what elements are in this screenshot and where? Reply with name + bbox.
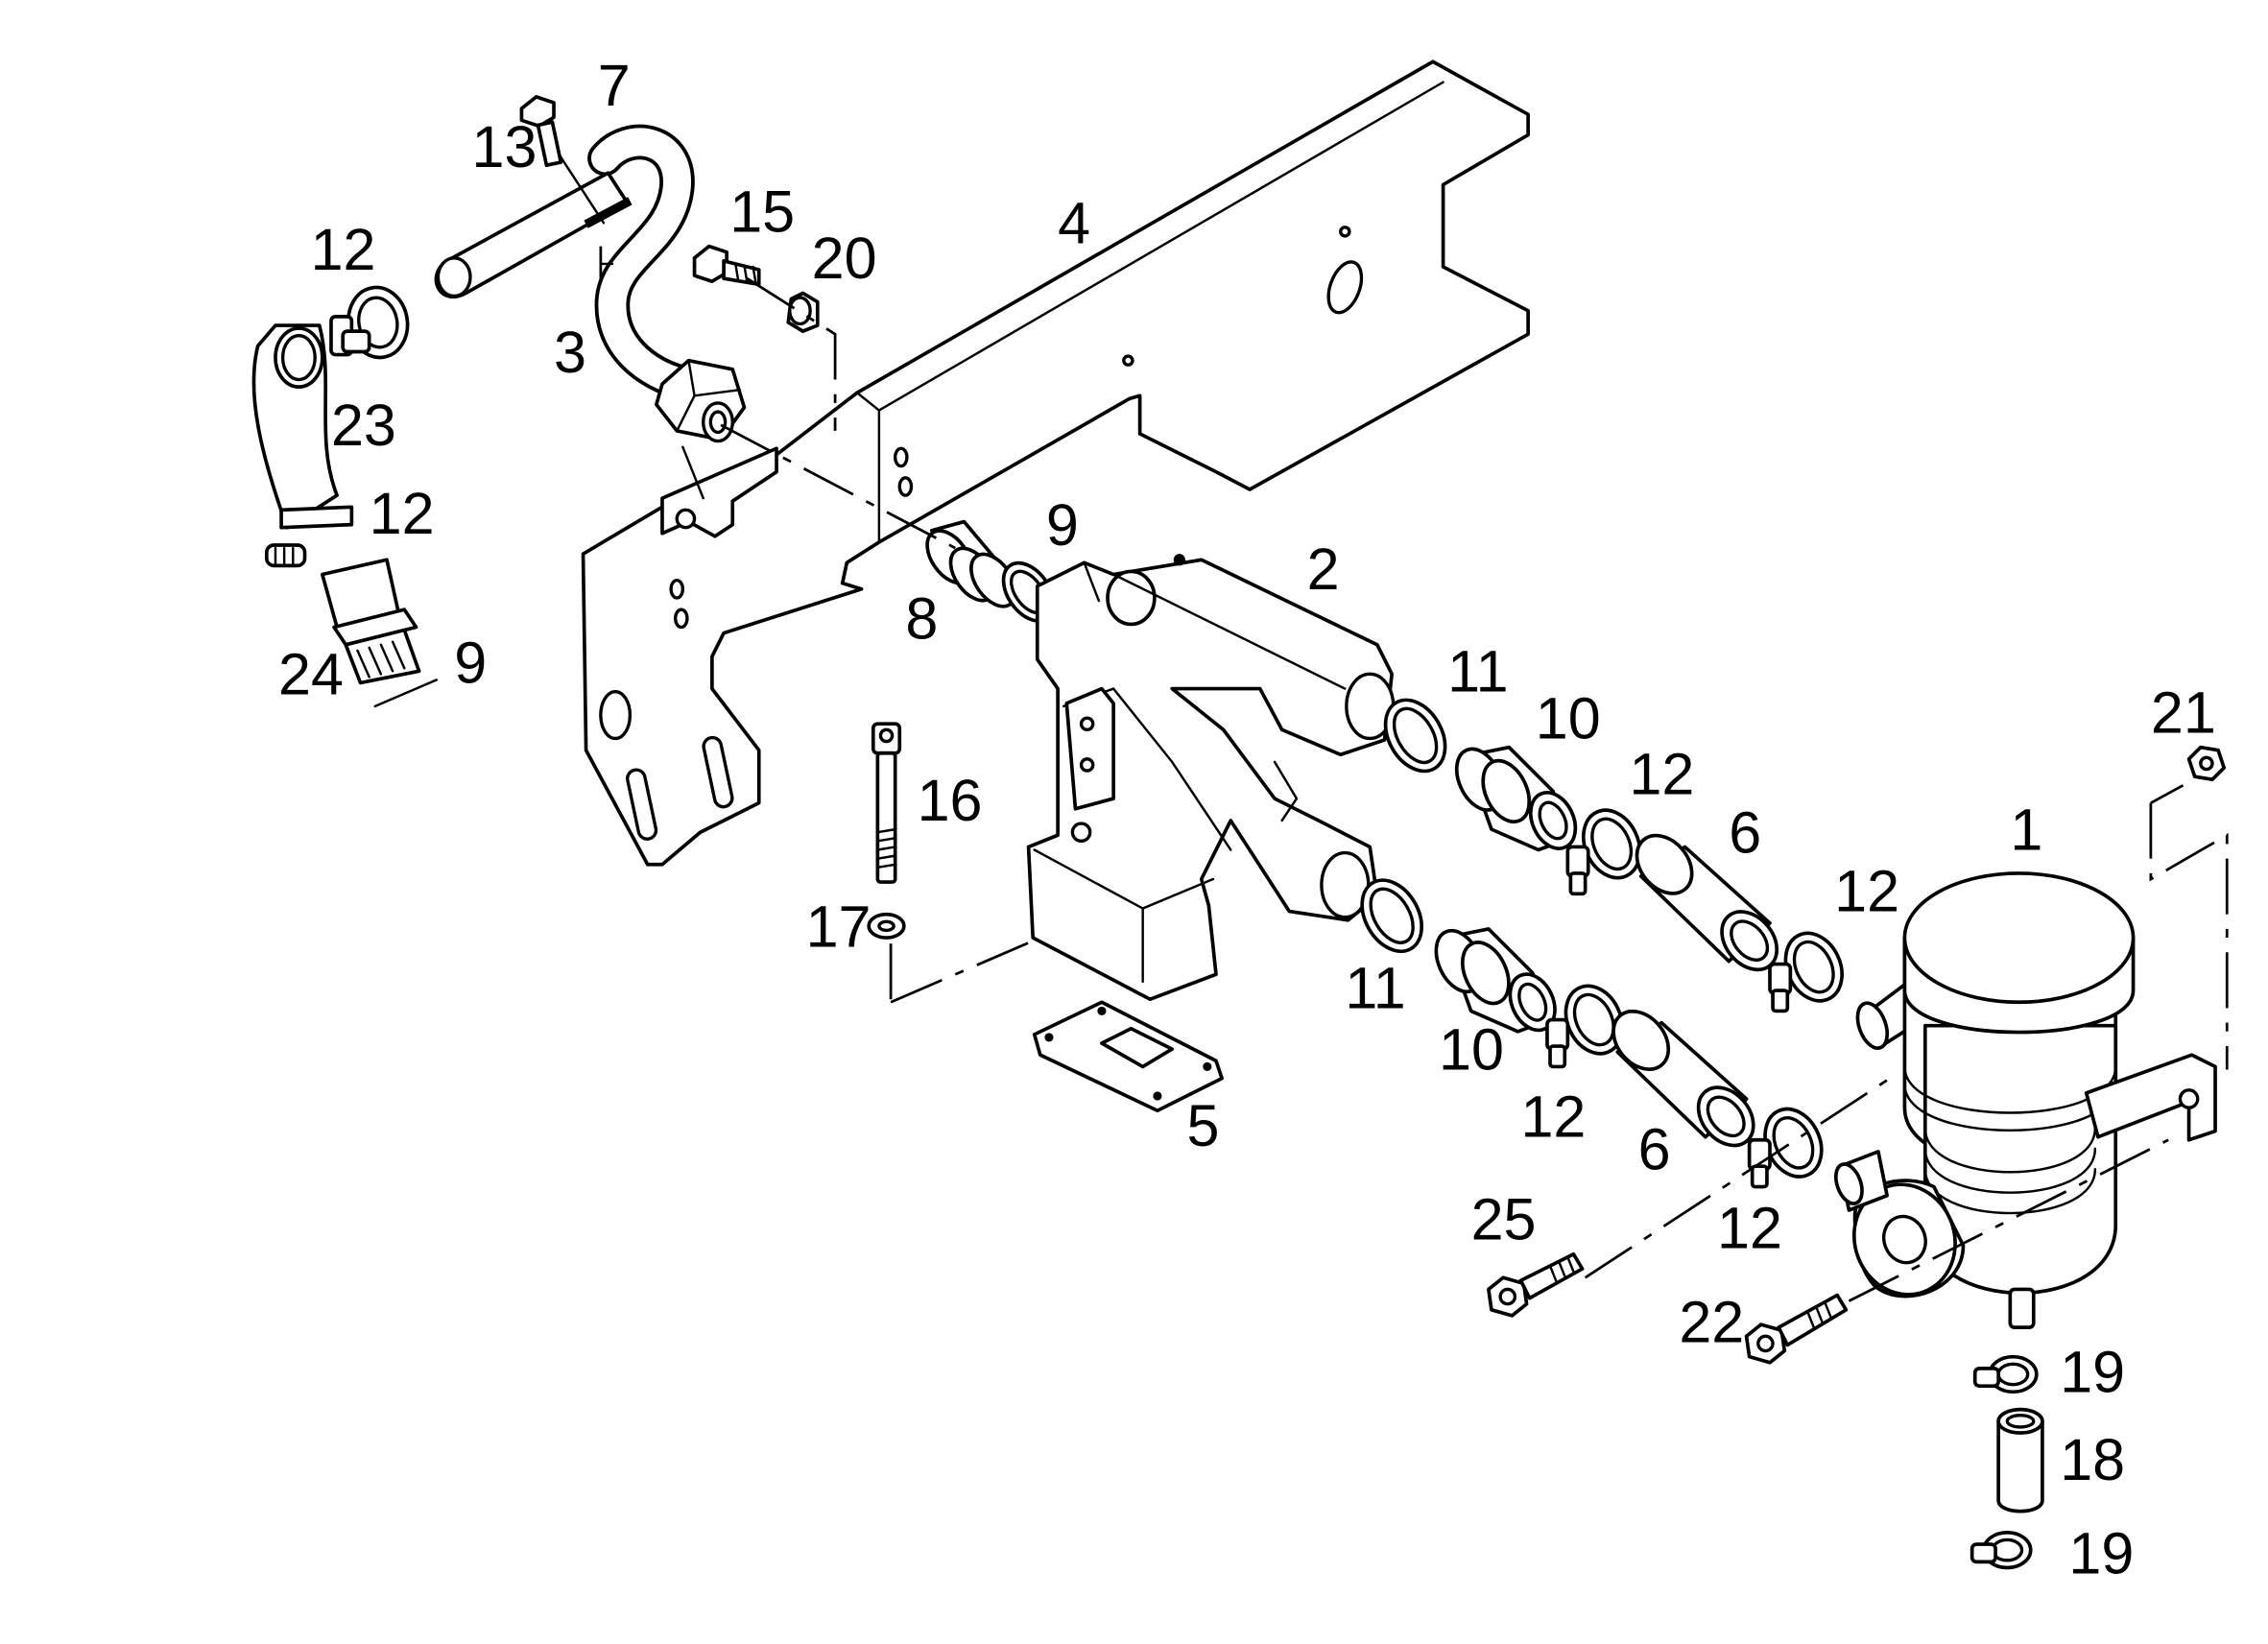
part-11-o-ring-lower (1360, 878, 1423, 954)
callout-5: 5 (1186, 1093, 1219, 1158)
part-13-bolt (519, 95, 563, 168)
callout-10-upper: 10 (1536, 685, 1601, 751)
part-12-clamp-upper-mid (1565, 808, 1642, 896)
part-10-fitting-lower (1434, 927, 1557, 1034)
callout-22: 22 (1679, 1289, 1744, 1354)
part-16-cap-screw (871, 722, 902, 884)
part-12-clamp-lower-right (1747, 1107, 1824, 1189)
part-12-clamp-lower-mid (1545, 984, 1624, 1069)
part-17-washer (867, 912, 906, 940)
callout-21: 21 (2151, 679, 2216, 745)
callout-12-lower-mid: 12 (1520, 1084, 1586, 1150)
callout-23: 23 (331, 393, 396, 458)
callout-2: 2 (1307, 536, 1340, 602)
part-25-bolt (1487, 1251, 1585, 1318)
callout-11-lower: 11 (1345, 955, 1405, 1020)
callout-9-left: 9 (454, 630, 487, 695)
part-24-fitting (320, 558, 421, 685)
callout-16: 16 (918, 768, 983, 833)
callout-15: 15 (729, 179, 795, 244)
part-6-hose-lower (1611, 1009, 1755, 1148)
part-1-canister (1833, 871, 2217, 1329)
part-5-gasket (1032, 1000, 1224, 1113)
callout-20: 20 (812, 226, 877, 291)
part-12-clamp-hose (264, 505, 354, 568)
part-3-pipe (587, 124, 747, 500)
part-2-manifold (1026, 554, 1396, 1002)
part-12-clamp-top (329, 285, 410, 360)
callout-17: 17 (806, 893, 871, 959)
callout-12-upper-mid: 12 (1629, 741, 1694, 806)
part-10-fitting-upper (1454, 745, 1578, 852)
callout-13: 13 (472, 114, 537, 179)
callout-12-top: 12 (311, 217, 376, 282)
part-23-hose (251, 323, 339, 530)
callout-6-upper: 6 (1729, 800, 1761, 866)
callout-24: 24 (278, 642, 344, 707)
callout-8: 8 (905, 586, 938, 652)
callout-18: 18 (2060, 1427, 2125, 1492)
assembly-lines (599, 246, 2229, 1302)
callout-10-lower: 10 (1439, 1016, 1504, 1082)
callout-25: 25 (1471, 1187, 1537, 1252)
part-12-clamp-upper-right (1768, 931, 1844, 1013)
part-11-o-ring-upper (1383, 698, 1447, 774)
callout-6-lower: 6 (1638, 1116, 1671, 1181)
callout-11-upper: 11 (1447, 639, 1508, 704)
part-9-washer-left (373, 679, 439, 708)
callout-4: 4 (1058, 191, 1090, 256)
callout-labels: 1 2 3 4 5 6 6 7 8 9 9 10 10 11 11 12 12 … (278, 53, 2216, 1586)
part-7-tube (434, 154, 633, 299)
part-18-hose (1996, 1407, 2044, 1513)
part-19-clamp-upper (1972, 1354, 2039, 1394)
part-21-nut (2186, 745, 2227, 782)
part-4-bracket (581, 60, 1530, 867)
callout-7: 7 (598, 53, 631, 118)
part-19-clamp-lower (1970, 1531, 2033, 1570)
callout-19-lower: 19 (2068, 1521, 2134, 1586)
part-22-bolt (1744, 1293, 1849, 1365)
part-6-hose-upper (1635, 833, 1779, 972)
callout-3: 3 (554, 320, 586, 385)
callout-1: 1 (2010, 798, 2042, 863)
callout-12-upper-right: 12 (1834, 859, 1899, 924)
callout-12-hose: 12 (370, 481, 435, 546)
part-20-sleeve (786, 291, 820, 333)
callout-12-lower-right: 12 (1717, 1196, 1782, 1261)
callout-9-right: 9 (1046, 492, 1079, 558)
callout-19-upper: 19 (2060, 1339, 2125, 1404)
part-15-bolt (692, 244, 761, 287)
